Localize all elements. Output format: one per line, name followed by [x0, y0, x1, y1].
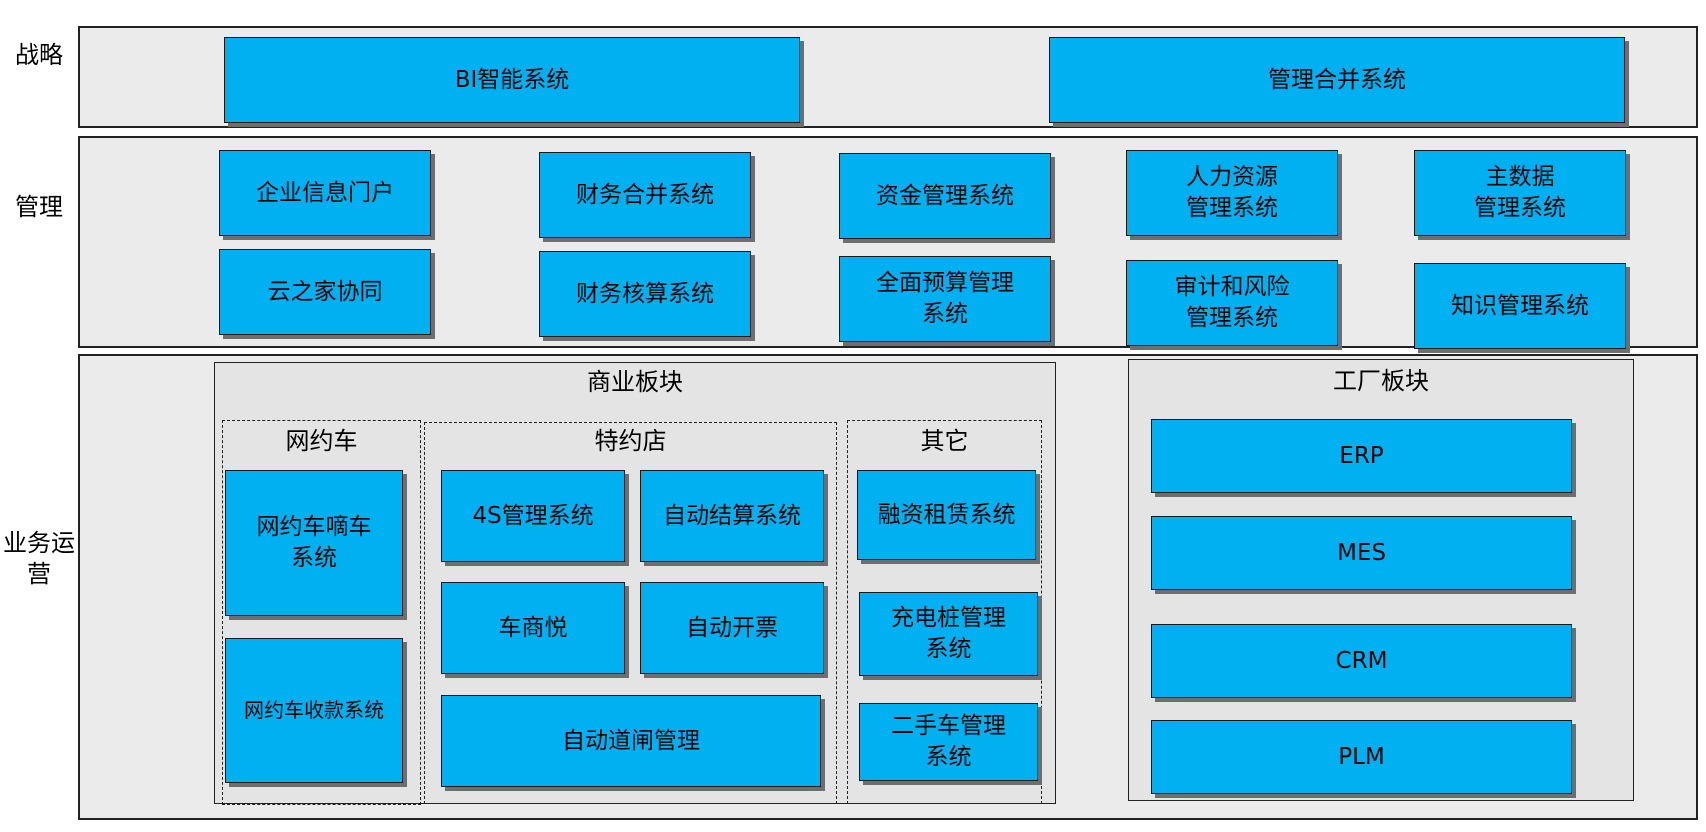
system-box[interactable]: 4S管理系统	[441, 470, 625, 562]
system-box-consolidation[interactable]: 管理合并系统	[1049, 37, 1625, 123]
system-box[interactable]: 融资租赁系统	[857, 470, 1036, 560]
system-box[interactable]: 车商悦	[441, 582, 625, 674]
system-box[interactable]: 网约车嘀车 系统	[225, 470, 403, 616]
system-box[interactable]: 财务合并系统	[539, 152, 751, 238]
system-box[interactable]: 知识管理系统	[1414, 263, 1626, 349]
layer-label-management: 管理	[15, 193, 63, 221]
system-box[interactable]: MES	[1151, 516, 1572, 590]
system-box[interactable]: 审计和风险 管理系统	[1126, 260, 1338, 346]
system-box[interactable]: 自动道闸管理	[441, 695, 821, 787]
system-box[interactable]: 云之家协同	[219, 249, 431, 335]
system-box-bi[interactable]: BI智能系统	[224, 37, 800, 123]
layer-label-operations: 业务运营	[3, 529, 75, 588]
dealership-title: 特约店	[594, 427, 667, 455]
system-box[interactable]: PLM	[1151, 720, 1572, 794]
other-title: 其它	[920, 427, 969, 455]
system-box[interactable]: 网约车收款系统	[225, 638, 403, 783]
system-box[interactable]: 充电桩管理 系统	[859, 592, 1038, 676]
ride-hailing-title: 网约车	[285, 427, 358, 455]
dealership-group: 特约店	[424, 422, 837, 804]
factory-sector-title: 工厂板块	[1333, 367, 1429, 395]
commercial-sector-title: 商业板块	[587, 368, 683, 396]
system-box[interactable]: CRM	[1151, 624, 1572, 698]
system-box[interactable]: 人力资源 管理系统	[1126, 150, 1338, 236]
other-group: 其它	[847, 420, 1042, 804]
system-box[interactable]: 二手车管理 系统	[859, 703, 1038, 781]
system-box[interactable]: ERP	[1151, 419, 1572, 493]
system-box[interactable]: 企业信息门户	[219, 150, 431, 236]
ride-hailing-group: 网约车	[222, 420, 421, 805]
layer-label-strategy: 战略	[15, 41, 63, 69]
system-box[interactable]: 自动结算系统	[640, 470, 824, 562]
system-box[interactable]: 主数据 管理系统	[1414, 150, 1626, 236]
system-box[interactable]: 资金管理系统	[839, 153, 1051, 239]
system-box[interactable]: 自动开票	[640, 582, 824, 674]
system-box[interactable]: 全面预算管理 系统	[839, 256, 1051, 342]
system-box[interactable]: 财务核算系统	[539, 251, 751, 337]
